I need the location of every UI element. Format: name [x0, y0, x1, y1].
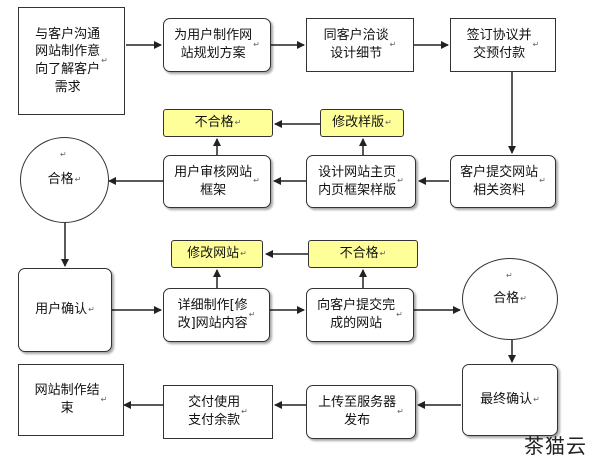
- paragraph-mark: ↵: [520, 293, 527, 303]
- node-deliver-pay-label: 交付使用 支付余款: [188, 395, 241, 428]
- paragraph-mark: ↵: [248, 309, 256, 319]
- paragraph-mark: ↵: [100, 394, 108, 404]
- node-design-homepage: 设计网站主页 内页框架样版↵: [306, 155, 416, 208]
- node-final-confirm: 最终确认↵: [462, 364, 558, 436]
- paragraph-mark: ↵: [74, 174, 82, 184]
- node-discuss-label: 同客户洽谈 设计细节: [323, 28, 389, 61]
- paragraph-mark: ↵: [101, 55, 108, 65]
- node-communicate-requirements: 与客户沟通 网站制作意 向了解客户 需求↵: [18, 7, 125, 115]
- watermark-text: 茶猫云: [524, 434, 587, 458]
- paragraph-mark: ↵: [253, 39, 260, 49]
- paragraph-mark: ↵: [533, 394, 540, 404]
- paragraph-mark: ↵: [396, 309, 403, 319]
- paragraph-mark: ↵: [60, 150, 67, 159]
- node-final-confirm-label: 最终确认: [480, 392, 533, 408]
- paragraph-mark: ↵: [240, 248, 247, 258]
- node-user-confirm: 用户确认↵: [18, 268, 112, 352]
- node-revise-site: 修改网站↵: [171, 240, 263, 268]
- paragraph-mark: ↵: [253, 176, 260, 186]
- node-deliver-pay-balance: 交付使用 支付余款↵: [163, 385, 273, 439]
- node-pass-1: ↵ 合格↵: [20, 137, 109, 223]
- paragraph-mark: ↵: [241, 406, 248, 416]
- node-pass-2: ↵ 合格↵: [462, 258, 558, 340]
- node-plan-label: 为用户制作网 站规划方案: [174, 28, 253, 61]
- node-fail-1-label: 不合格: [194, 115, 234, 131]
- paragraph-mark: ↵: [389, 39, 397, 49]
- node-pass-1-label: 合格: [47, 172, 74, 188]
- paragraph-mark: ↵: [506, 271, 513, 280]
- node-pass-2-label: 合格: [493, 291, 520, 307]
- node-site-complete: 网站制作结 束↵: [18, 364, 124, 436]
- node-sign-label: 签订协议并 交预付款: [466, 28, 532, 61]
- paragraph-mark: ↵: [385, 117, 392, 127]
- node-communicate-label: 与客户沟通 网站制作意 向了解客户 需求: [35, 26, 101, 95]
- node-detailed-build-label: 详细制作[修 改]网站内容: [177, 298, 248, 331]
- paragraph-mark: ↵: [532, 39, 540, 49]
- node-revise-site-label: 修改网站: [187, 246, 240, 262]
- node-revise-layout-label: 修改样版: [332, 115, 385, 131]
- paragraph-mark: ↵: [234, 117, 242, 127]
- node-customer-submit-label: 客户提交网站 相关资料: [460, 164, 539, 198]
- node-user-confirm-label: 用户确认: [35, 302, 88, 318]
- paragraph-mark: ↵: [539, 176, 546, 186]
- node-sign-agreement: 签订协议并 交预付款↵: [450, 18, 556, 72]
- node-fail-2-label: 不合格: [339, 246, 379, 262]
- node-user-review-framework: 用户审核网站 框架↵: [163, 155, 271, 208]
- node-fail-2: 不合格↵: [308, 240, 418, 268]
- node-discuss-design: 同客户洽谈 设计细节↵: [306, 18, 414, 72]
- node-upload-publish: 上传至服务器 发布↵: [306, 385, 416, 439]
- node-detailed-build: 详细制作[修 改]网站内容↵: [163, 288, 270, 342]
- node-customer-submit-materials: 客户提交网站 相关资料↵: [450, 155, 556, 208]
- node-plan-proposal: 为用户制作网 站规划方案↵: [163, 18, 271, 72]
- node-revise-layout: 修改样版↵: [320, 109, 404, 137]
- node-user-review-label: 用户审核网站 框架: [174, 164, 253, 198]
- node-submit-site-label: 向客户提交完 成的网站: [317, 298, 396, 331]
- paragraph-mark: ↵: [397, 176, 404, 186]
- node-design-homepage-label: 设计网站主页 内页框架样版: [318, 164, 397, 198]
- paragraph-mark: ↵: [379, 248, 387, 258]
- node-site-complete-label: 网站制作结 束: [34, 383, 100, 416]
- node-upload-publish-label: 上传至服务器 发布: [318, 395, 397, 428]
- node-fail-1: 不合格↵: [163, 109, 273, 137]
- paragraph-mark: ↵: [88, 304, 95, 314]
- paragraph-mark: ↵: [397, 406, 404, 416]
- node-submit-finished-site: 向客户提交完 成的网站↵: [306, 288, 414, 342]
